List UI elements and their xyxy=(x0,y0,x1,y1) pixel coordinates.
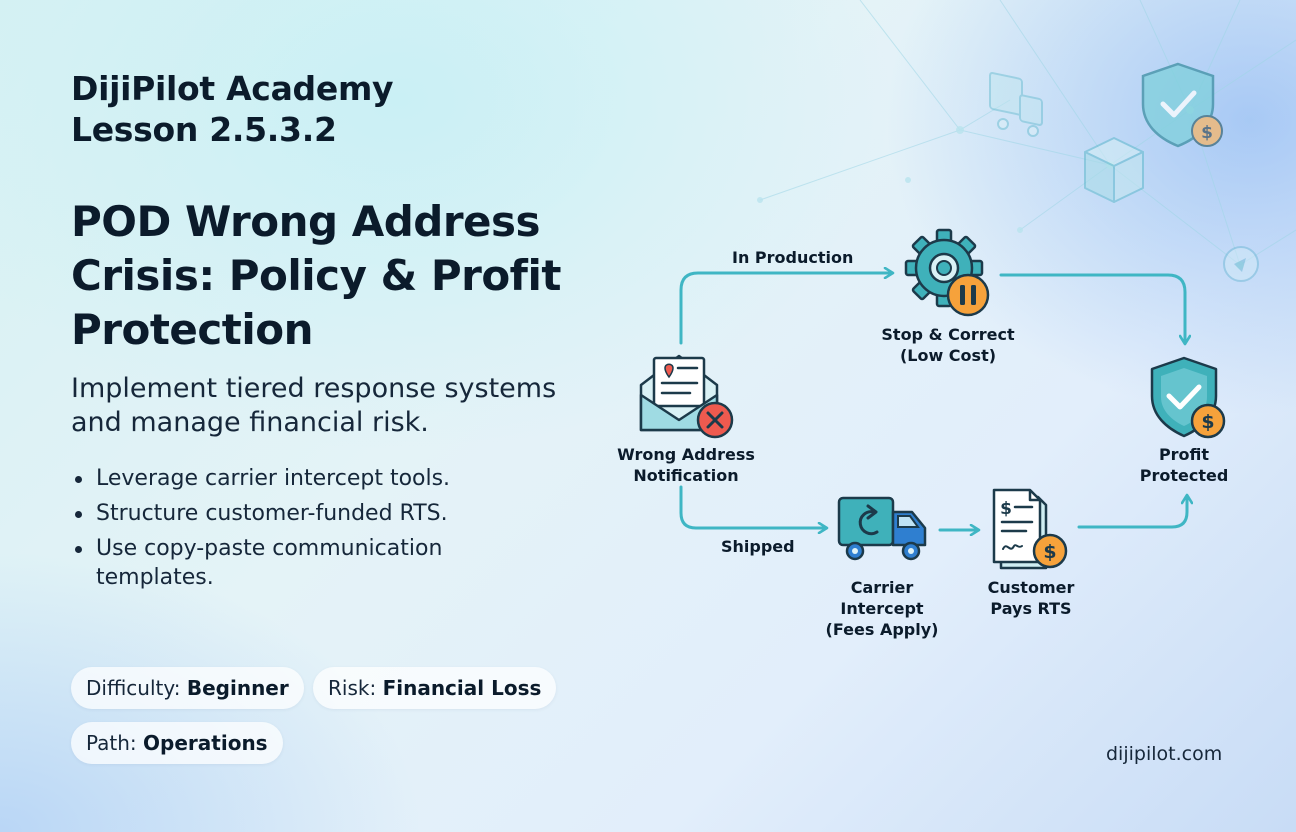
page-title: POD Wrong Address Crisis: Policy & Profi… xyxy=(71,197,561,354)
edge-label-shipped: Shipped xyxy=(721,537,795,556)
svg-text:$: $ xyxy=(1043,541,1056,563)
truck-return-icon xyxy=(837,496,927,561)
arrow-stop-to-profit xyxy=(999,273,1185,343)
key-point: Use copy-paste communication templates. xyxy=(71,534,541,592)
academy-header: DijiPilot Academy Lesson 2.5.3.2 xyxy=(71,68,394,150)
node-label-profit-protected: Profit Protected xyxy=(1134,444,1234,486)
node-label-line: (Low Cost) xyxy=(899,346,997,365)
risk-label: Risk: xyxy=(328,676,377,700)
lesson-number: Lesson 2.5.3.2 xyxy=(71,110,337,149)
invoice-dollar-icon: $ $ xyxy=(992,488,1068,570)
arrow-to-stop-correct xyxy=(679,273,892,345)
key-point: Leverage carrier intercept tools. xyxy=(71,464,541,493)
arrow-customer-to-profit xyxy=(1077,496,1187,529)
node-label-line: Customer xyxy=(987,578,1075,597)
site-url: dijipilot.com xyxy=(1106,743,1223,765)
node-label-stop-correct: Stop & Correct (Low Cost) xyxy=(868,324,1028,366)
node-label-line: Stop & Correct xyxy=(881,325,1015,344)
svg-text:$: $ xyxy=(1201,411,1214,433)
flow-arrows xyxy=(679,273,1187,530)
academy-name: DijiPilot Academy xyxy=(71,69,394,108)
node-label-line: Wrong Address xyxy=(617,445,755,464)
faded-truck-icon xyxy=(989,71,1043,137)
difficulty-value: Beginner xyxy=(186,676,289,700)
page-subtitle: Implement tiered response systems and ma… xyxy=(71,373,557,438)
path-tag: Path: Operations xyxy=(71,722,283,764)
risk-value: Financial Loss xyxy=(382,676,542,700)
key-points-list: Leverage carrier intercept tools. Struct… xyxy=(71,464,541,598)
edge-label-in-production: In Production xyxy=(732,248,854,267)
node-label-line: Notification xyxy=(633,466,739,485)
faded-circle-icon xyxy=(1223,246,1259,282)
svg-text:$: $ xyxy=(1000,499,1012,519)
faded-shield-icon: $ xyxy=(1141,62,1223,148)
node-label-line: Carrier xyxy=(850,578,914,597)
node-label-line: (Fees Apply) xyxy=(825,620,939,639)
faded-box-icon xyxy=(1084,137,1144,203)
risk-tag: Risk: Financial Loss xyxy=(313,667,557,709)
envelope-error-icon xyxy=(639,354,734,439)
node-label-carrier-intercept: Carrier Intercept (Fees Apply) xyxy=(816,577,948,640)
node-label-customer-pays: Customer Pays RTS xyxy=(972,577,1090,619)
node-label-line: Pays RTS xyxy=(990,599,1072,618)
gear-pause-icon xyxy=(904,228,990,317)
node-label-notification: Wrong Address Notification xyxy=(604,444,768,486)
path-value: Operations xyxy=(143,731,268,755)
svg-text:$: $ xyxy=(1201,123,1213,143)
shield-dollar-icon: $ xyxy=(1150,356,1226,439)
difficulty-label: Difficulty: xyxy=(86,676,181,700)
node-label-line: Protected xyxy=(1139,466,1229,485)
path-label: Path: xyxy=(86,731,137,755)
difficulty-tag: Difficulty: Beginner xyxy=(71,667,304,709)
background-network xyxy=(759,0,1296,266)
key-point: Structure customer-funded RTS. xyxy=(71,499,541,528)
arrow-to-carrier-intercept xyxy=(679,485,826,528)
node-label-line: Profit xyxy=(1158,445,1210,464)
node-label-line: Intercept xyxy=(840,599,924,618)
